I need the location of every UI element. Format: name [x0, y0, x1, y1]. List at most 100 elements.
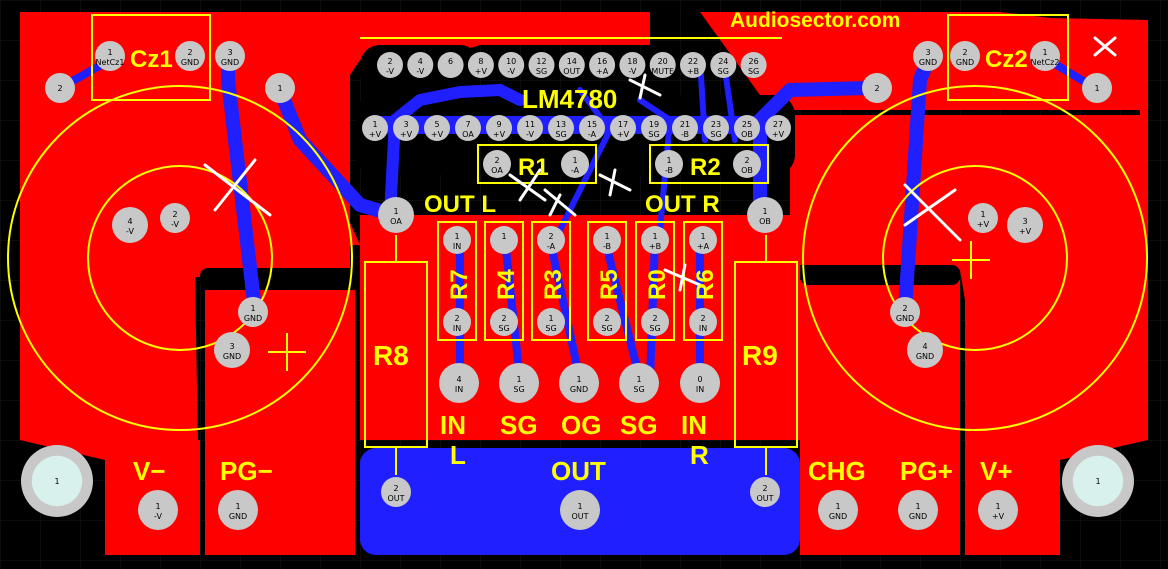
input-pad-2-net: GND: [570, 385, 588, 394]
r8-pad-oa-net: OA: [390, 217, 402, 226]
connector-v-plus-number: 1: [995, 502, 1000, 511]
cap-left-pad-2-net: -V: [171, 220, 179, 229]
ic-pin-25-number: 25: [742, 120, 752, 129]
r3-label: R3: [540, 269, 567, 300]
r1-pad-1: 1-A: [561, 150, 589, 178]
r7-pad-top: 1IN: [443, 226, 471, 254]
ic-pin-10: 10-V: [498, 52, 525, 78]
r8-pad-out-number: 2: [393, 484, 398, 493]
r0-pad-top-number: 1: [652, 232, 657, 241]
r3-pad-bottom-number: 1: [548, 314, 553, 323]
cap-left-pad-1-net: GND: [244, 314, 262, 323]
input-pad-0-net: IN: [455, 385, 463, 394]
cap-left-pad-2-number: 2: [172, 210, 177, 219]
ic-pin-21: 21-B: [672, 115, 698, 141]
ic-pin-10-net: -V: [507, 67, 515, 76]
r8-pad-out-net: OUT: [387, 494, 404, 503]
ic-pin-25-net: OB: [741, 130, 753, 139]
brand-label: Audiosector.com: [730, 9, 900, 32]
connector-v-plus-net: +V: [992, 512, 1005, 521]
r5-pad-top-number: 1: [604, 232, 609, 241]
ic-pin-13-number: 13: [556, 120, 566, 129]
in-r-sub-label: R: [690, 440, 709, 470]
cz2-pad-3-net: GND: [919, 58, 937, 67]
connector-pg-minus-number: 1: [235, 502, 240, 511]
r0-pad-bottom-net: SG: [649, 324, 660, 333]
input-pad-4-net: IN: [696, 385, 704, 394]
cap-left-pad-4-number: 4: [127, 217, 132, 226]
cz2-label: Cz2: [985, 46, 1028, 73]
ic-pin-7: 7OA: [455, 115, 481, 141]
cap-left-pad-4: 4-V: [112, 207, 148, 243]
ic-pin-27: 27+V: [765, 115, 791, 141]
out-l-label: OUT L: [424, 191, 496, 218]
chip-label: LM4780: [522, 84, 617, 114]
mounting-hole-left: 1: [21, 445, 93, 517]
ic-pin-13-net: SG: [555, 130, 566, 139]
r0-pad-bottom: 2SG: [641, 308, 669, 336]
r9-pad-out-net: OUT: [756, 494, 773, 503]
input-pad-1-net: SG: [513, 385, 524, 394]
r7-pad-top-net: IN: [453, 242, 461, 251]
sg-r-label: SG: [620, 410, 658, 440]
cz2-pad-2-net: GND: [956, 58, 974, 67]
r9-label: R9: [742, 340, 778, 371]
cap-right-pad-3-net: +V: [1019, 227, 1032, 236]
pg-plus-label: PG+: [900, 456, 953, 486]
ic-pin-4-net: -V: [416, 67, 424, 76]
cz1-pad-1-number: 1: [107, 48, 112, 57]
ic-pin-16-net: +A: [596, 67, 609, 76]
ic-pin-11: 11-V: [517, 115, 543, 141]
ic-pin-3-net: +V: [400, 130, 413, 139]
cap-left-pad-4-net: -V: [126, 227, 134, 236]
ic-pin-3: 3+V: [393, 115, 419, 141]
r4-pad-top: 1: [490, 226, 518, 254]
pad-top-left-1-number: 1: [277, 84, 282, 93]
ic-pin-23-net: SG: [710, 130, 721, 139]
r7-pad-bottom: 2IN: [443, 308, 471, 336]
ic-pin-3-number: 3: [403, 120, 408, 129]
r1-pad-1-net: -A: [571, 166, 580, 175]
r4-label: R4: [493, 269, 520, 300]
out-bottom-label: OUT: [551, 456, 606, 486]
cz1-label: Cz1: [130, 46, 173, 73]
ic-pin-9-net: +V: [493, 130, 506, 139]
pg-minus-label: PG−: [220, 456, 273, 486]
sg-l-label: SG: [500, 410, 538, 440]
ic-pin-21-net: -B: [681, 130, 689, 139]
og-label: OG: [561, 410, 601, 440]
r2-pad-2-number: 2: [744, 156, 749, 165]
r5-label: R5: [596, 269, 623, 300]
ic-pin-12-number: 12: [536, 57, 546, 66]
r1-pad-2-number: 2: [494, 156, 499, 165]
r7-pad-bottom-net: IN: [453, 324, 461, 333]
ic-pin-5-number: 5: [434, 120, 439, 129]
ic-pin-15-number: 15: [587, 120, 597, 129]
r2-pad-2: 2OB: [733, 150, 761, 178]
cap-left-pad-3-number: 3: [229, 342, 234, 351]
ic-pin-24-net: SG: [718, 67, 729, 76]
connector-v-minus-net: -V: [154, 512, 162, 521]
cz1-pad-3-number: 3: [227, 48, 232, 57]
ic-pin-8-number: 8: [478, 57, 483, 66]
connector-pg-plus-net: GND: [909, 512, 927, 521]
ic-pin-6: 6: [437, 52, 464, 78]
pad-top-left-2: 2: [45, 73, 75, 103]
cap-right-pad-1-net: +V: [977, 220, 990, 229]
connector-v-minus: 1-V: [138, 490, 178, 530]
v-plus-label: V+: [980, 456, 1013, 486]
ic-pin-21-number: 21: [680, 120, 690, 129]
mounting-hole-right-number: 1: [1095, 477, 1100, 486]
